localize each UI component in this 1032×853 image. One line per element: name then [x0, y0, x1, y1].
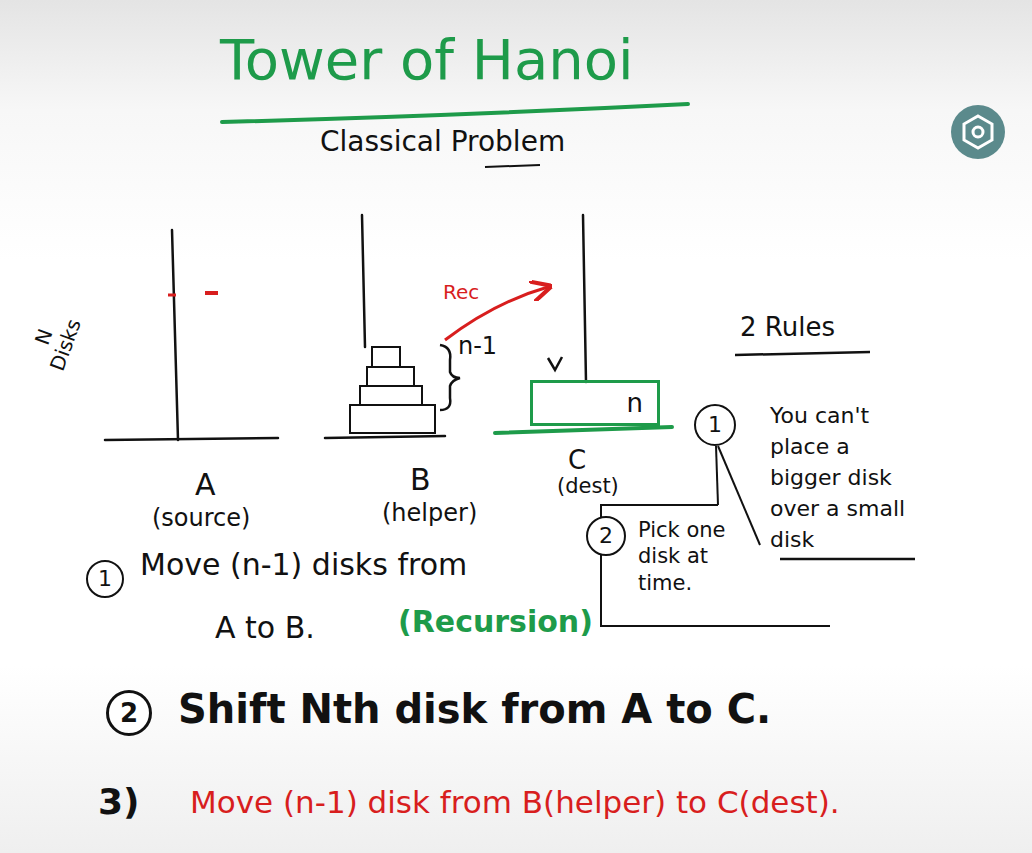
- peg-a: [105, 230, 278, 440]
- brace-label: n-1: [458, 333, 497, 361]
- tick-mark: [548, 357, 562, 370]
- disk-stack: [350, 347, 435, 433]
- node-text: n: [627, 387, 643, 420]
- disk-box: n: [530, 380, 660, 426]
- arrow-label: Rec: [443, 281, 479, 304]
- step-number: 1: [86, 560, 124, 598]
- leader-line: [716, 446, 718, 505]
- settings-icon: [951, 105, 1005, 159]
- step-number: 3): [98, 781, 140, 822]
- step-text: Move (n-1) disk from B(helper) to C(dest…: [190, 785, 840, 821]
- heading-underline: [735, 352, 870, 355]
- subtitle-underline: [485, 165, 540, 167]
- step-number: 2: [106, 690, 152, 736]
- title-underline: [222, 104, 688, 122]
- rule-underline: [780, 558, 915, 561]
- peg-name: B: [410, 463, 431, 498]
- peg-name: C: [568, 446, 586, 476]
- rule-number: 2: [586, 516, 626, 556]
- step-text: A to B.: [215, 611, 315, 646]
- peg-c: [495, 215, 672, 433]
- side-note: N Disks: [22, 302, 88, 380]
- number-text: 2: [120, 697, 138, 730]
- brace: [440, 345, 460, 410]
- peg-name: A: [195, 468, 216, 503]
- number-text: 1: [98, 565, 112, 593]
- title: Tower of Hanoi: [220, 28, 634, 92]
- rule-number: 1: [694, 404, 736, 446]
- peg-role: (dest): [557, 474, 619, 498]
- rule-box: Pick one disk at time.: [600, 505, 830, 627]
- number-text: 1: [708, 411, 722, 439]
- rule-text: You can't place a bigger disk over a sma…: [770, 400, 920, 555]
- peg-role: (helper): [382, 500, 477, 528]
- peg-role: (source): [152, 505, 250, 533]
- node-text: Pick one disk at time.: [638, 517, 758, 596]
- rules-heading: 2 Rules: [740, 313, 835, 343]
- number-text: 2: [599, 522, 613, 550]
- peg-b: [325, 215, 445, 438]
- subtitle: Classical Problem: [320, 126, 565, 158]
- step-text: Shift Nth disk from A to C.: [178, 686, 771, 732]
- red-mark: [205, 291, 218, 295]
- step-text: Move (n-1) disks from: [140, 548, 467, 583]
- red-mark: [168, 294, 176, 297]
- step-note: (Recursion): [398, 605, 593, 640]
